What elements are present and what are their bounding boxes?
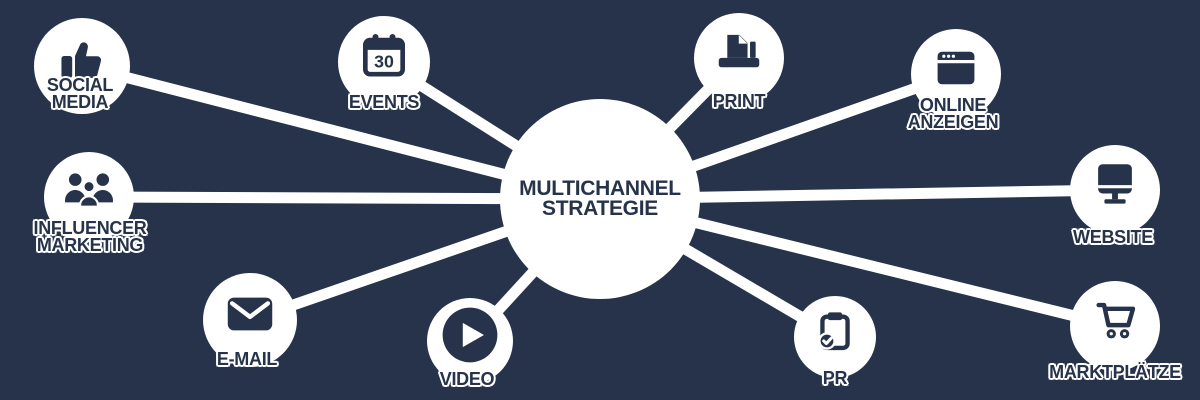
browser-window-icon: [937, 51, 975, 85]
node-social-media: [34, 18, 130, 114]
clipboard-check-icon: [818, 312, 850, 351]
label-video: VIDEO: [439, 369, 495, 389]
label-events: EVENTS: [348, 92, 420, 112]
node-video: [427, 298, 513, 384]
thumbs-up-icon: [61, 42, 102, 78]
people-group-icon: [65, 173, 113, 208]
node-pr: [794, 296, 876, 378]
shopping-cart-icon: [1096, 302, 1136, 339]
hub-circle: MULTICHANNEL STRATEGIE: [500, 99, 700, 299]
calendar-icon: 30: [363, 34, 405, 77]
label-influencer-marketing: INFLUENCER MARKETING: [33, 218, 147, 255]
envelope-icon: [227, 297, 273, 331]
hub-title-line1: MULTICHANNEL: [519, 177, 681, 200]
label-online-anzeigen: ONLINE ANZEIGEN: [907, 95, 999, 132]
label-print: PRINT: [712, 91, 766, 111]
node-email: [203, 273, 297, 367]
label-website: WEBSITE: [1073, 227, 1153, 247]
node-marktplaetze: [1070, 281, 1160, 371]
node-print: [694, 13, 784, 103]
node-events: 30: [338, 16, 430, 108]
node-online-anzeigen: [911, 29, 1001, 119]
label-marktplaetze: MARKTPLÄTZE: [1049, 362, 1181, 382]
printer-icon: [718, 34, 760, 68]
calendar-day-number: 30: [374, 52, 394, 72]
label-pr: PR: [822, 368, 848, 388]
play-icon: [442, 307, 498, 363]
label-social-media: SOCIAL MEDIA: [46, 75, 114, 112]
hub-title-line2: STRATEGIE: [542, 197, 658, 220]
label-email: E-MAIL: [216, 349, 278, 369]
node-website: [1070, 145, 1160, 235]
node-influencer-marketing: [44, 152, 134, 242]
monitor-icon: [1098, 164, 1132, 204]
